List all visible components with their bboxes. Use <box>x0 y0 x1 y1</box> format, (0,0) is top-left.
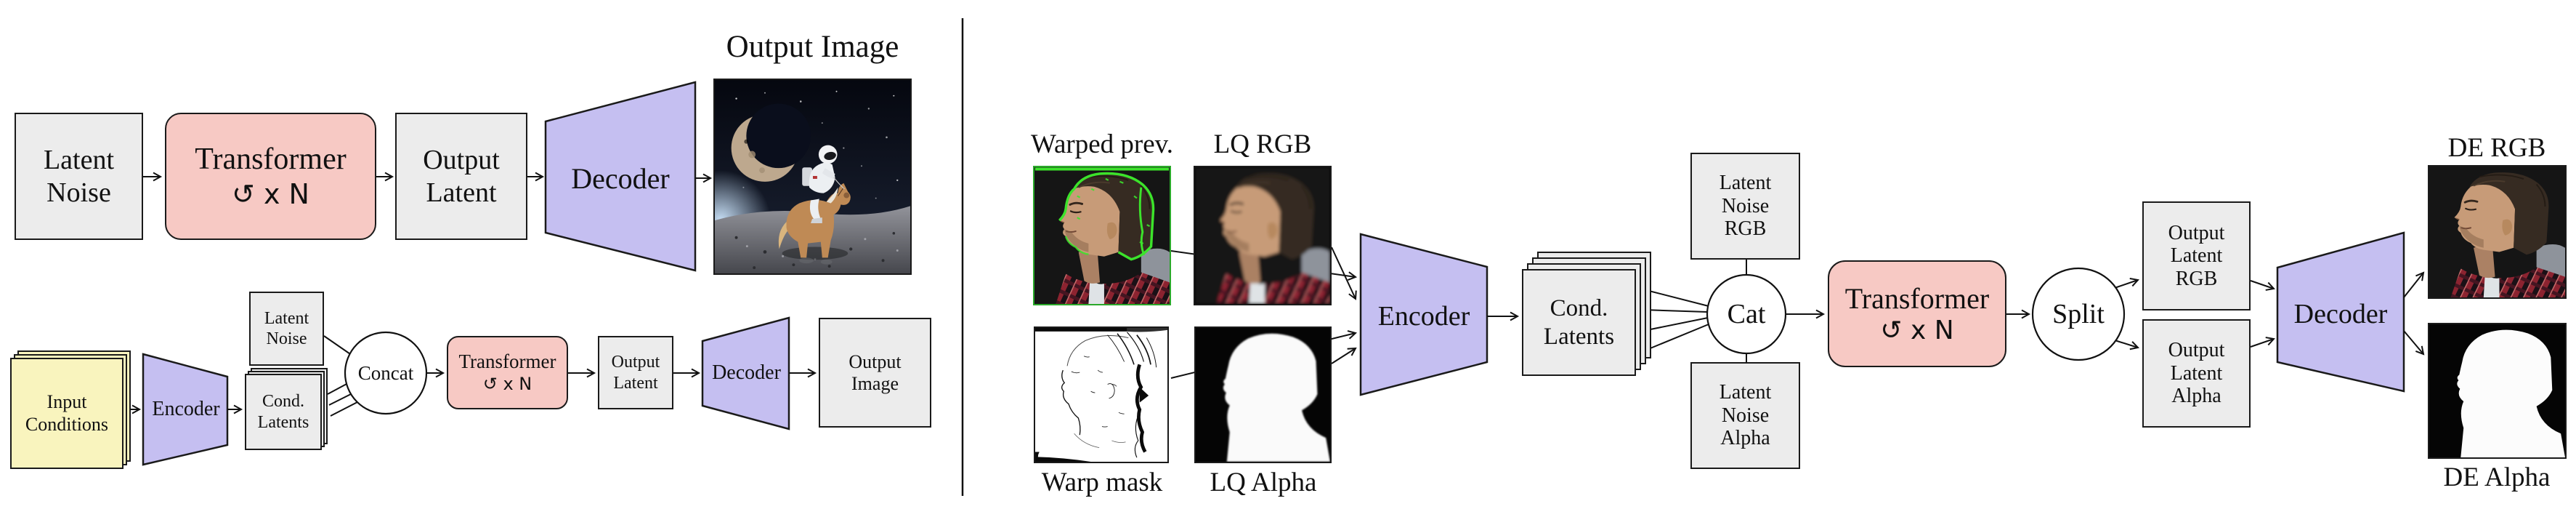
de-alpha-caption: DE Alpha <box>2443 462 2551 492</box>
transformer-label: Transformer <box>1844 281 1990 315</box>
lq-rgb-image <box>1194 166 1332 305</box>
cat-label: Cat <box>1727 299 1766 329</box>
warped-prev-image <box>1033 166 1171 305</box>
output-latent-label: Output Latent <box>423 144 500 208</box>
transformer-box-right: Transformer ↺ x N <box>1828 260 2006 367</box>
lq-alpha-image <box>1194 326 1332 463</box>
decoder-label-bottom: Decoder <box>712 361 781 384</box>
horse-tail <box>778 222 790 249</box>
cond-latents-stack-left: Cond. Latents <box>245 368 328 450</box>
astronaut-moon-art <box>715 80 910 273</box>
lq-alpha-art <box>1196 328 1330 462</box>
de-rgb-caption: DE RGB <box>2447 133 2546 163</box>
warp-mask-art <box>1035 328 1167 462</box>
loop-icon: ↺ x N <box>232 177 309 210</box>
astronaut-torso <box>809 162 835 193</box>
latent-noise-label: Latent Noise <box>43 144 115 208</box>
stack-page-front: Cond. Latents <box>245 374 322 450</box>
output-image-label: Output Image <box>848 351 902 394</box>
encoder-trapezoid-bottom-left <box>142 353 229 466</box>
output-latent-box-bottom: Output Latent <box>598 336 673 409</box>
output-latent-rgb-box: Output Latent RGB <box>2142 201 2251 310</box>
loop-icon: ↺ x N <box>482 374 532 395</box>
cond-latents-label: Cond. Latents <box>1543 294 1615 350</box>
cond-latents-label: Cond. Latents <box>257 392 309 432</box>
astronaut-leg <box>809 199 821 221</box>
latent-noise-label: Latent Noise <box>264 308 309 348</box>
transformer-label: Transformer <box>458 350 556 373</box>
output-image-astronaut <box>713 79 912 275</box>
encoder-label-right: Encoder <box>1377 301 1470 332</box>
concat-node <box>344 331 428 415</box>
lq-rgb-caption: LQ RGB <box>1213 129 1312 159</box>
latent-noise-box-top: Latent Noise <box>15 113 143 240</box>
de-alpha-image <box>2428 323 2567 459</box>
loop-icon: ↺ x N <box>1880 315 1954 345</box>
warp-mask-image <box>1034 326 1169 463</box>
lq-alpha-caption: LQ Alpha <box>1210 468 1317 497</box>
decoder-trapezoid-right <box>2276 231 2405 393</box>
stack-page-front: Cond. Latents <box>1522 269 1636 376</box>
decoder-label-right: Decoder <box>2293 299 2388 329</box>
stack-page-front: Input Conditions <box>10 358 123 469</box>
input-conditions-stack: Input Conditions <box>10 350 131 469</box>
concat-label: Concat <box>357 361 414 384</box>
encoder-trapezoid-right <box>1359 233 1489 396</box>
latent-noise-alpha-box: Latent Noise Alpha <box>1690 362 1800 469</box>
split-label: Split <box>2052 299 2105 329</box>
de-alpha-art <box>2429 324 2565 457</box>
output-latent-box-top: Output Latent <box>395 113 527 240</box>
blurred-face-art <box>1195 167 1330 304</box>
latent-noise-rgb-label: Latent Noise RGB <box>1719 172 1772 241</box>
transformer-label: Transformer <box>195 143 347 177</box>
decoder-trapezoid-top-left <box>544 81 697 272</box>
warped-prev-caption: Warped prev. <box>1031 129 1173 159</box>
output-image-title: Output Image <box>726 30 899 64</box>
arrows-left-top <box>143 172 713 183</box>
split-node <box>2031 267 2126 361</box>
latent-noise-box-bottom: Latent Noise <box>249 292 324 366</box>
output-latent-label: Output Latent <box>611 353 660 393</box>
output-image-box-bottom: Output Image <box>819 318 931 428</box>
decoder-label-top: Decoder <box>571 161 670 195</box>
de-rgb-face-art <box>2429 167 2565 297</box>
output-latent-alpha-label: Output Latent Alpha <box>2168 339 2225 408</box>
latent-noise-rgb-box: Latent Noise RGB <box>1690 153 1800 260</box>
encoder-label-bottom: Encoder <box>152 398 220 420</box>
latent-noise-alpha-label: Latent Noise Alpha <box>1719 381 1772 450</box>
de-rgb-image <box>2428 165 2567 299</box>
output-latent-alpha-box: Output Latent Alpha <box>2142 319 2251 428</box>
decoder-trapezoid-bottom-left <box>701 316 790 430</box>
cat-node <box>1706 273 1787 355</box>
warp-mask-caption: Warp mask <box>1041 468 1163 497</box>
input-conditions-label: Input Conditions <box>25 390 109 435</box>
cond-latents-stack-right: Cond. Latents <box>1522 252 1651 376</box>
output-latent-rgb-label: Output Latent RGB <box>2168 221 2225 290</box>
transformer-box-bottom: Transformer ↺ x N <box>447 336 568 409</box>
warped-face-art <box>1034 167 1170 304</box>
transformer-box-top: Transformer ↺ x N <box>165 113 376 240</box>
